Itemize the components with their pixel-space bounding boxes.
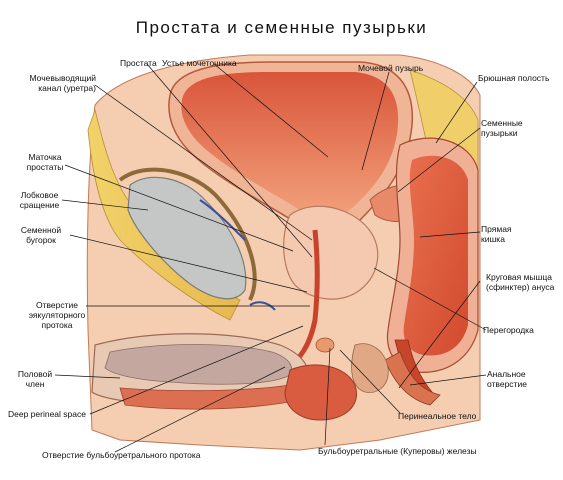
- bulbourethral-gland: [315, 337, 335, 353]
- rectum-lumen: [403, 155, 468, 356]
- prostate-shape: [283, 205, 379, 300]
- label-peritoneal-cavity: Брюшная полость: [478, 73, 550, 83]
- penile-bulb: [284, 364, 357, 421]
- leader-lines: [54, 63, 487, 453]
- label-anal-sphincter: Круговая мышца(сфинктер) ануса: [486, 272, 555, 292]
- venous-plexus: [199, 199, 276, 311]
- diagram-title: Простата и семенные пузырьки: [135, 18, 428, 37]
- corpus-cavernosum: [104, 344, 292, 385]
- bladder-lumen: [181, 72, 399, 220]
- pubic-symphysis-shape: [127, 176, 247, 300]
- perineal-body-shape: [351, 343, 389, 393]
- pubic-bone-cortex: [118, 167, 257, 301]
- label-deep-perineal-space: Deep perineal space: [8, 409, 86, 419]
- label-perineal-body: Перинеальное тело: [398, 411, 477, 421]
- label-bulbourethral-duct-opening: Отверстие бульбоуретрального протока: [42, 450, 201, 460]
- label-bulbourethral-glands: Бульбоуретральные (Куперовы) железы: [318, 446, 477, 456]
- anal-sphincter: [384, 351, 441, 406]
- label-bladder: Мочевой пузырь: [358, 63, 424, 73]
- label-prostate: Простата: [120, 58, 157, 68]
- label-septum: Перегородка: [483, 325, 534, 335]
- label-ureter-orifice: Устье мочеточника: [162, 58, 237, 68]
